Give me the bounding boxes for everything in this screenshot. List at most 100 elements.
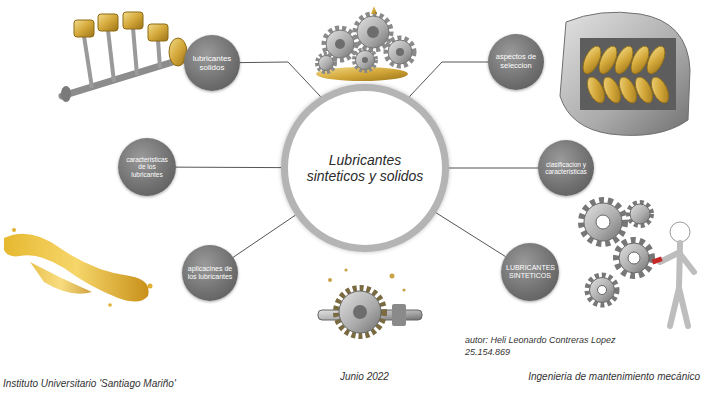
- node-text-group: clasificacion y caracteristicas: [543, 161, 589, 176]
- illustration-part: [648, 74, 673, 105]
- illustration-part: [402, 288, 405, 291]
- illustration-part: [598, 286, 607, 295]
- author-note: autor: Heli Leonardo Contreras Lopez: [465, 335, 616, 345]
- illustration-part: [630, 204, 650, 224]
- connector-line: [233, 215, 295, 257]
- illustration-part: [317, 54, 335, 72]
- illustration-part: [579, 43, 672, 105]
- illustration-part: [362, 57, 368, 63]
- illustration-part: [30, 262, 92, 294]
- illustration-part: [590, 278, 615, 303]
- node-text-group: aplicacines de los lubricantes: [187, 265, 233, 281]
- connector: [410, 62, 488, 97]
- illustration-part: [354, 49, 376, 71]
- illustration-part: [339, 291, 381, 333]
- connector-line: [436, 213, 505, 257]
- connector: [436, 213, 505, 257]
- illustration-part: [353, 305, 367, 319]
- career: Ingenieria de mantenimiento mecánico: [528, 371, 700, 382]
- node-text-group: aspectos de seleccion: [493, 53, 539, 70]
- illustration-part: [354, 49, 376, 71]
- topic-circle: caracteristicas de los lubricantes: [118, 138, 176, 196]
- screw-compressor: [560, 12, 690, 135]
- node-text-group: Lubricantes sinteticos y solidos: [305, 152, 426, 184]
- illustration-part: [61, 86, 71, 102]
- topic-label: lubricantes solidos: [189, 54, 235, 72]
- gear-cluster: [316, 6, 414, 81]
- central-title: Lubricantes sinteticos y solidos: [305, 152, 426, 184]
- illustration-part: [328, 278, 332, 282]
- node-text-group: LUBRICANTES SINTETICOS: [506, 264, 554, 280]
- connector-line: [240, 62, 320, 97]
- topic-circle: aspectos de seleccion: [488, 34, 544, 90]
- connector-line: [449, 168, 538, 169]
- topic-circle: lubricantes solidos: [184, 35, 240, 91]
- illustration-part: [357, 16, 389, 48]
- illustration-part: [616, 240, 652, 276]
- illustration-part: [123, 12, 143, 29]
- connector-line: [410, 62, 488, 97]
- illustration-part: [108, 30, 114, 82]
- illustration-part: [317, 54, 335, 72]
- illustration-part: [133, 28, 137, 75]
- illustration-part: [367, 26, 379, 38]
- illustration-part: [643, 43, 668, 76]
- illustration-part: [584, 203, 622, 241]
- illustration-part: [98, 14, 118, 31]
- topic-circle: LUBRICANTES SINTETICOS: [501, 243, 559, 301]
- illustration-part: [74, 20, 94, 37]
- topic-circle: aplicacines de los lubricantes: [182, 245, 238, 301]
- institution: Instituto Universitario 'Santiago Mariño…: [3, 378, 176, 389]
- illustration-part: [356, 51, 375, 70]
- illustration-part: [4, 234, 149, 302]
- illustration-part: [628, 202, 652, 226]
- oil-splash: [4, 228, 153, 307]
- illustration-part: [158, 40, 160, 68]
- gear-shaft: [318, 268, 422, 336]
- illustration-part: [148, 24, 168, 41]
- connector: [176, 167, 281, 168]
- illustration-part: [587, 275, 617, 305]
- topic-label: aplicacines de los lubricantes: [187, 265, 233, 281]
- topic-circle: clasificacion y caracteristicas: [538, 140, 594, 196]
- illustration-part: [652, 256, 663, 264]
- illustration-part: [581, 200, 625, 244]
- illustration-part: [392, 304, 406, 326]
- illustration-part: [660, 243, 694, 326]
- illustration-part: [84, 36, 92, 88]
- illustration-part: [319, 56, 334, 71]
- topic-label: LUBRICANTES SINTETICOS: [506, 264, 554, 280]
- connector: [449, 168, 538, 169]
- connector: [240, 62, 320, 97]
- node-text-group: caracteristicas de los lubricantes: [124, 156, 170, 178]
- illustration-part: [587, 275, 617, 305]
- illustration-part: [148, 284, 153, 289]
- illustration-part: [336, 288, 384, 336]
- topic-label: aspectos de seleccion: [493, 53, 539, 70]
- illustration-part: [390, 274, 395, 279]
- illustration-part: [386, 38, 414, 66]
- gears-and-figure: [581, 200, 694, 326]
- illustration-part: [628, 202, 652, 226]
- topic-label: caracteristicas de los lubricantes: [124, 156, 170, 178]
- illustration-part: [596, 215, 610, 229]
- illustration-part: [335, 39, 345, 49]
- illustration-part: [108, 303, 112, 307]
- illustration-part: [386, 38, 414, 66]
- illustration-part: [344, 268, 347, 271]
- topic-label: clasificacion y caracteristicas: [543, 161, 589, 176]
- illustration-part: [396, 48, 404, 56]
- illustration-part: [388, 40, 412, 64]
- central-circle: Lubricantes sinteticos y solidos: [281, 84, 449, 252]
- date: Junio 2022: [340, 371, 389, 382]
- connector: [233, 215, 295, 257]
- crankshaft: [61, 12, 187, 102]
- connector-line: [176, 167, 281, 168]
- node-text-group: lubricantes solidos: [189, 54, 235, 72]
- illustration-part: [12, 228, 16, 232]
- illustration-part: [670, 222, 690, 242]
- illustration-part: [628, 252, 640, 264]
- illustration-part: [560, 12, 690, 135]
- illustration-part: [616, 240, 652, 276]
- illustration-part: [336, 288, 384, 336]
